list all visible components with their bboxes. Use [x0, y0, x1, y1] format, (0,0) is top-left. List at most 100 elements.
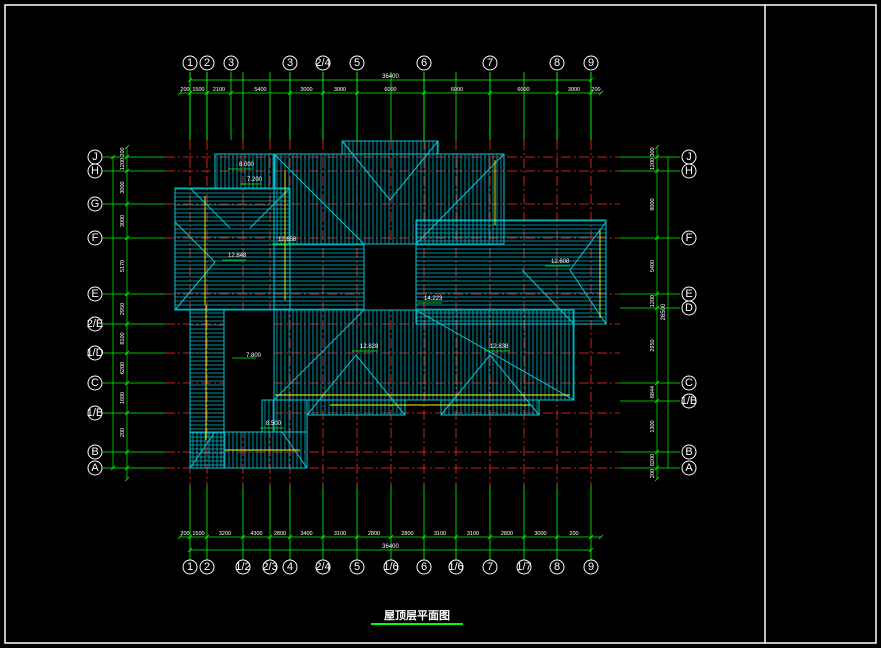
roof-north-dormer — [341, 140, 439, 155]
dimension-text: 3400 — [300, 531, 312, 537]
axis-bubble-circle — [448, 559, 464, 575]
dimension-tick — [654, 398, 660, 404]
dimension-text: 6000 — [451, 87, 463, 93]
axis-bubble: 9 — [583, 559, 599, 575]
axis-bubble-circle — [199, 55, 215, 71]
dimension-text: 1200 — [650, 158, 656, 170]
axis-bubble-label: 3 — [287, 57, 293, 69]
axis-bubble-circle — [349, 559, 365, 575]
level-text: 7.800 — [246, 353, 262, 359]
roof-courtyard — [223, 309, 275, 433]
axis-bubble-circle — [516, 559, 532, 575]
dimension-text: 8844 — [650, 386, 656, 398]
axis-bubble-circle — [87, 405, 103, 421]
level-text: 12.838 — [490, 344, 509, 350]
dimension-tick — [267, 534, 273, 540]
level-text: 12.828 — [360, 344, 379, 350]
dimension-tick — [598, 534, 604, 540]
axis-bubble: 2/4 — [315, 559, 331, 575]
axis-bubble: 1/2 — [235, 559, 251, 575]
dimension-text: 1200 — [650, 295, 656, 307]
ridge-lines — [204, 160, 601, 451]
dimension-text: 6200 — [120, 362, 126, 374]
axis-bubble: A — [87, 460, 103, 476]
dimension-tick — [187, 90, 193, 96]
axis-bubble-circle — [223, 55, 239, 71]
axis-bubble-label: J — [686, 151, 692, 163]
overall-dimension: 36400 — [187, 544, 594, 553]
axis-bubble-circle — [87, 460, 103, 476]
dimension-tick — [124, 154, 130, 160]
axis-bubble: 2/3 — [262, 559, 278, 575]
dimension-text: 200 — [650, 469, 656, 478]
dimension-text: 3000 — [300, 87, 312, 93]
axis-bubble-label: G — [91, 198, 100, 210]
dimension-tick — [654, 476, 660, 482]
axis-bubble: 1/7 — [516, 559, 532, 575]
axis-bubble-circle — [482, 55, 498, 71]
dimension-text: 8000 — [650, 198, 656, 210]
dimension-tick — [228, 90, 234, 96]
dimension-text: 5400 — [650, 260, 656, 272]
dimension-tick — [124, 201, 130, 207]
dimension-text: 3000 — [568, 87, 580, 93]
axis-bubble: J — [681, 149, 697, 165]
dimension-tick — [654, 144, 660, 150]
axis-bubble: E — [681, 286, 697, 302]
dimension-tick — [124, 350, 130, 356]
axis-bubble-label: 8 — [554, 57, 560, 69]
axis-bubble-circle — [583, 55, 599, 71]
dimension-tick — [598, 90, 604, 96]
dimension-tick — [124, 449, 130, 455]
dimension-text: 3200 — [219, 531, 231, 537]
dimension-tick — [124, 410, 130, 416]
axis-bubble-circle — [349, 55, 365, 71]
overall-dimension: 36400 — [187, 74, 594, 83]
dimension-tick — [320, 534, 326, 540]
dimension-tick — [110, 465, 116, 471]
level-text: 12.608 — [551, 259, 570, 265]
level-mark: 7.200 — [240, 177, 263, 185]
axis-bubble-label: 6 — [421, 57, 427, 69]
dimension-tick — [204, 90, 210, 96]
axis-bubble: 1/6 — [448, 559, 464, 575]
axis-bubble-label: E — [91, 288, 98, 300]
dimension-text: 8100 — [120, 332, 126, 344]
level-mark: 12.828 — [352, 344, 379, 352]
dimension-tick — [124, 144, 130, 150]
axis-bubble: 8 — [549, 559, 565, 575]
dimension-text: 8200 — [650, 454, 656, 466]
roof-west-upper — [174, 187, 291, 311]
axis-bubble: 2 — [199, 559, 215, 575]
axis-bubble: 3 — [223, 55, 239, 71]
axis-bubble: 1/B — [87, 405, 103, 421]
axis-bubble-label: 9 — [588, 561, 594, 573]
level-mark: 12.658 — [272, 237, 297, 245]
axis-bubble-label: 2 — [204, 561, 210, 573]
roof-center-void — [363, 243, 417, 311]
dimension-text: 300 — [650, 147, 656, 156]
axis-bubble-label: 7 — [487, 561, 493, 573]
axis-bubble: J — [87, 149, 103, 165]
axis-bubble: C — [87, 375, 103, 391]
dimension-tick — [187, 534, 193, 540]
overall-dimension: 26500 — [661, 157, 669, 468]
dimension-string — [110, 154, 116, 471]
dimension-tick — [487, 90, 493, 96]
dimension-text: 1200 — [120, 158, 126, 170]
axis-bubble-circle — [383, 559, 399, 575]
dimension-tick — [654, 380, 660, 386]
axis-bubble-circle — [282, 559, 298, 575]
axis-bubble-label: 5 — [354, 561, 360, 573]
axis-bubble: 5 — [349, 559, 365, 575]
axis-bubble-label: A — [91, 462, 99, 474]
axis-bubble-label: 4 — [287, 561, 293, 573]
dimension-tick — [124, 168, 130, 174]
axis-bubble: 1 — [182, 55, 198, 71]
dimension-tick — [554, 534, 560, 540]
dimension-tick — [487, 534, 493, 540]
axis-bubble: E — [87, 286, 103, 302]
axis-bubble: H — [681, 163, 697, 179]
